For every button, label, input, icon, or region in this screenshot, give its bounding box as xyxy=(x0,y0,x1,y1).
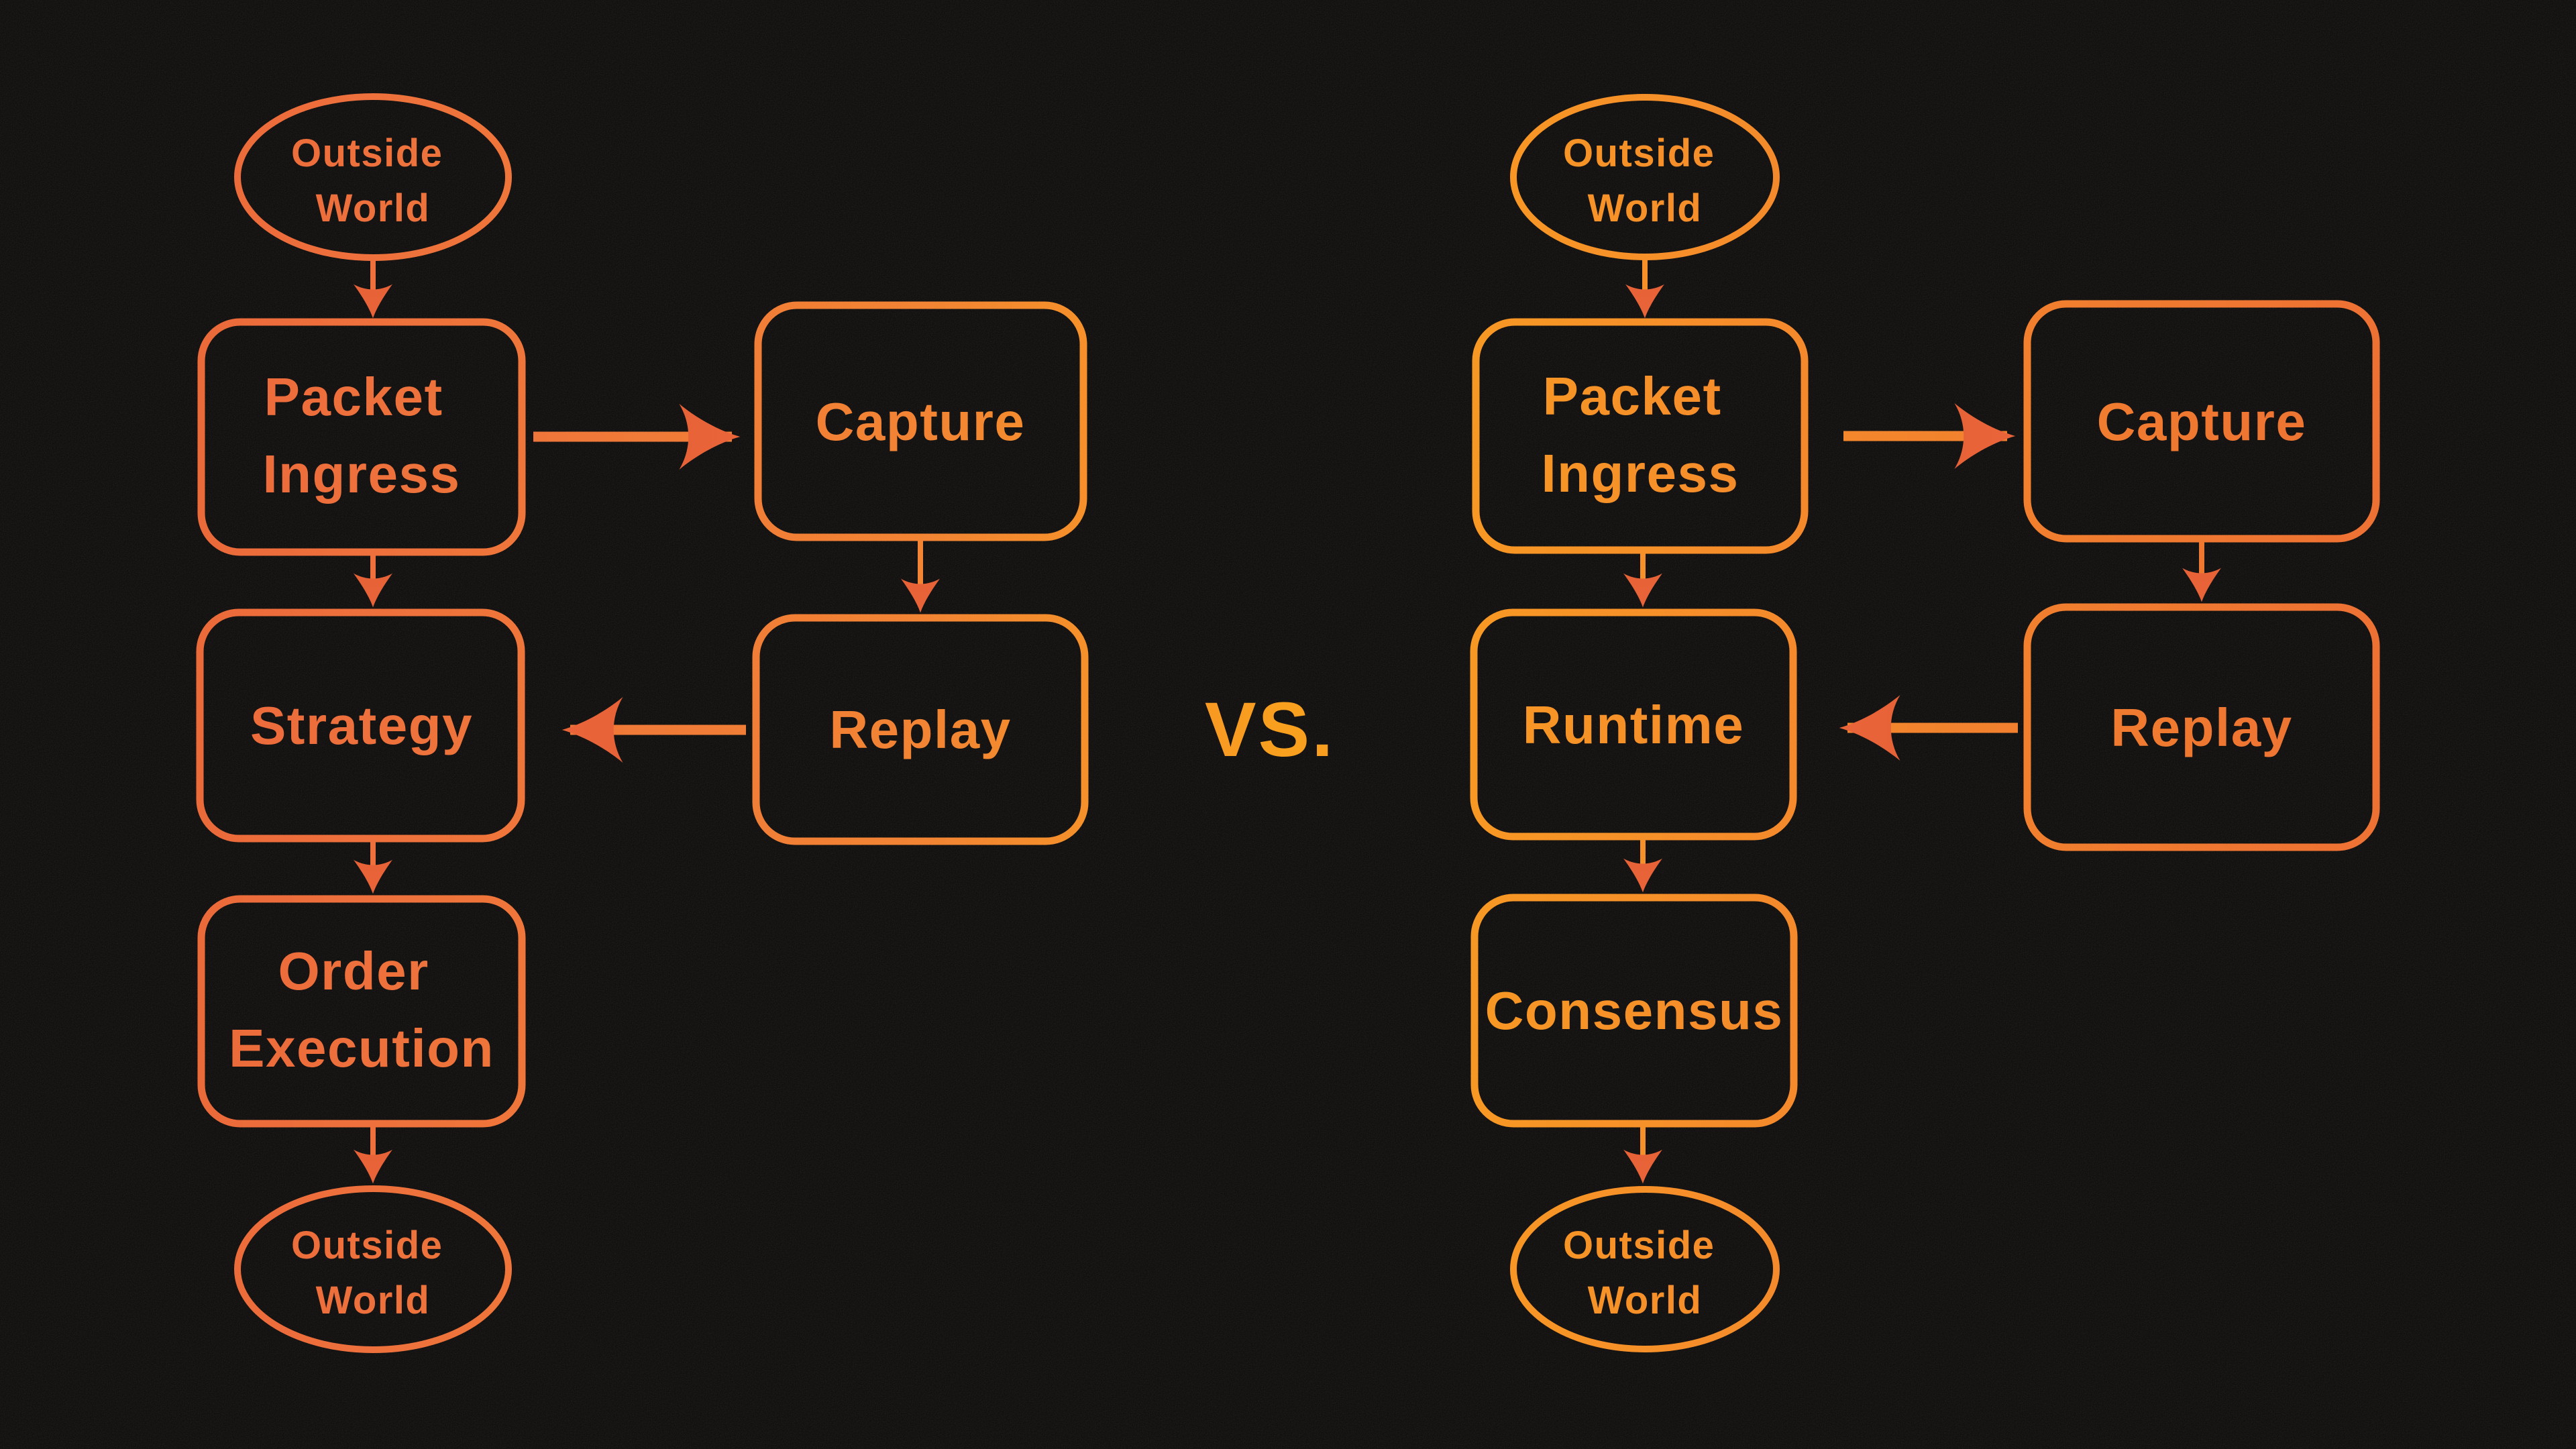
left-packet-ingress-label: Packet Ingress xyxy=(262,367,460,504)
left-outside-world-bottom-ellipse xyxy=(234,1185,512,1353)
right-diagram: Outside World Packet Ingress Capture Rep… xyxy=(1470,94,2380,1352)
right-consensus-label: Consensus xyxy=(1485,981,1784,1040)
left-replay-label: Replay xyxy=(829,700,1011,759)
right-outside-world-bottom-label: Outside World xyxy=(1563,1224,1727,1322)
right-packet-ingress-label: Packet Ingress xyxy=(1541,366,1739,503)
left-order-execution-box xyxy=(197,895,526,1128)
left-diagram: Outside World Packet Ingress Capture Rep… xyxy=(196,93,1089,1353)
right-runtime-label: Runtime xyxy=(1523,695,1745,755)
left-replay-box xyxy=(752,614,1089,845)
vs-label: VS. xyxy=(1205,687,1335,773)
right-outside-world-top-label: Outside World xyxy=(1563,131,1727,230)
left-strategy-box xyxy=(196,608,525,843)
right-consensus-box xyxy=(1470,894,1798,1128)
left-order-execution-label: Order Execution xyxy=(229,941,494,1078)
left-outside-world-top-label: Outside World xyxy=(291,131,455,230)
left-packet-ingress-box xyxy=(197,318,526,556)
left-capture-label: Capture xyxy=(816,392,1026,451)
left-strategy-label: Strategy xyxy=(250,696,473,755)
right-replay-label: Replay xyxy=(2110,698,2292,757)
left-outside-world-bottom-label: Outside World xyxy=(291,1224,455,1322)
right-capture-label: Capture xyxy=(2097,392,2307,451)
right-runtime-box xyxy=(1470,608,1797,841)
right-replay-box xyxy=(2023,603,2380,851)
right-outside-world-bottom-ellipse xyxy=(1510,1186,1780,1352)
